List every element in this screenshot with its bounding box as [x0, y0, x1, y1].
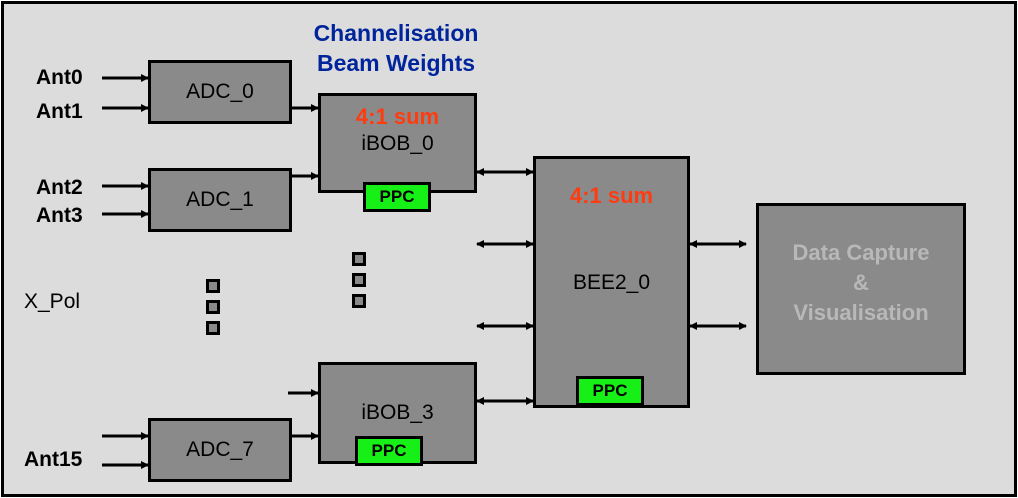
- data-capture-text: Data Capture & Visualisation: [759, 238, 963, 328]
- adc-7-label: ADC_7: [186, 438, 254, 461]
- ibob-0-sum-label: 4:1 sum: [355, 104, 440, 129]
- ellipsis-dot-left-1: [206, 279, 220, 293]
- adc-1-block: ADC_1: [148, 168, 292, 232]
- ellipsis-dot-mid-1: [352, 252, 366, 266]
- adc-1-label: ADC_1: [186, 188, 254, 211]
- ellipsis-dot-left-3: [206, 321, 220, 335]
- label-ant2: Ant2: [36, 176, 83, 199]
- heading-line-1: Channelisation: [313, 20, 479, 46]
- adc-0-label: ADC_0: [186, 80, 254, 103]
- ellipsis-dot-mid-3: [352, 294, 366, 308]
- label-ant1: Ant1: [36, 100, 83, 123]
- ibob-3-label: iBOB_3: [361, 401, 434, 424]
- ibob-0-block: 4:1 sum iBOB_0: [318, 93, 477, 193]
- adc-7-block: ADC_7: [148, 418, 292, 482]
- bee2-0-block: 4:1 sum BEE2_0: [533, 156, 690, 408]
- ibob-0-label: iBOB_0: [361, 132, 434, 155]
- bee2-0-ppc: PPC: [576, 376, 644, 406]
- ellipsis-dot-mid-2: [352, 273, 366, 287]
- label-ant0: Ant0: [36, 66, 83, 89]
- bee2-0-label: BEE2_0: [572, 271, 651, 294]
- label-xpol: X_Pol: [24, 290, 81, 313]
- label-ant15: Ant15: [24, 448, 83, 471]
- heading-line-2: Beam Weights: [316, 50, 476, 76]
- ibob-3-ppc: PPC: [355, 436, 423, 466]
- bee2-0-sum-label: 4:1 sum: [569, 183, 654, 208]
- heading-channelisation-beam-weights: Channelisation Beam Weights: [296, 18, 496, 78]
- data-capture-line-2: &: [853, 270, 869, 295]
- label-ant3: Ant3: [36, 204, 83, 227]
- adc-0-block: ADC_0: [148, 60, 292, 124]
- ibob-0-ppc: PPC: [363, 182, 431, 212]
- data-capture-line-3: Visualisation: [793, 300, 929, 325]
- data-capture-line-1: Data Capture: [792, 240, 930, 265]
- data-capture-block: Data Capture & Visualisation: [756, 203, 966, 375]
- ellipsis-dot-left-2: [206, 300, 220, 314]
